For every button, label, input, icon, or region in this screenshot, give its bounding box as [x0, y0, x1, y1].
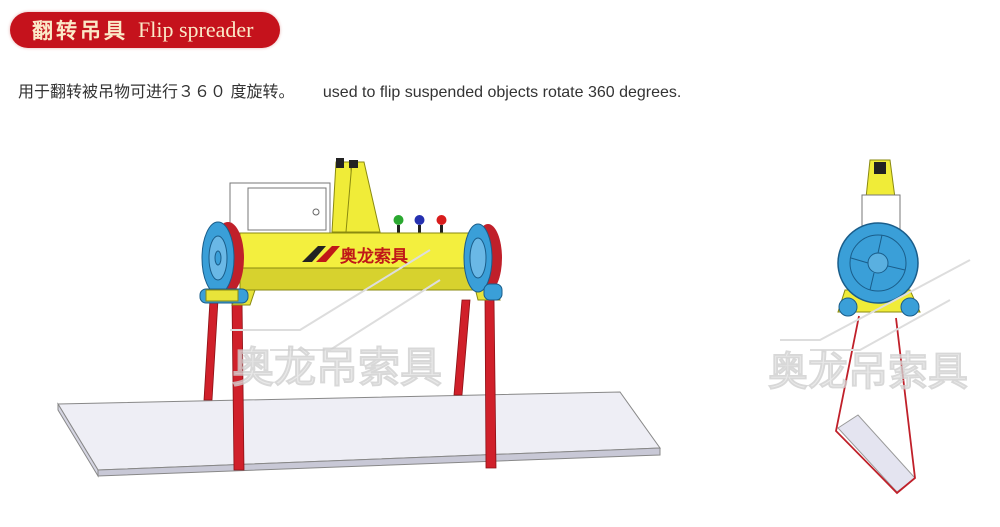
description-cn: 用于翻转被吊物可进行３６０ 度旋转。	[18, 84, 295, 101]
description-en: used to flip suspended objects rotate 36…	[322, 84, 682, 101]
load-slab-front	[57, 391, 661, 478]
description: 用于翻转被吊物可进行３６０ 度旋转。 used to flip suspende…	[18, 78, 681, 102]
section-title-banner: 翻转吊具 Flip spreader	[10, 12, 280, 48]
beam-logo: 奥龙索具	[340, 246, 408, 266]
watermark: 奥龙吊索具 奥龙吊索具	[230, 249, 971, 395]
side-view-spreader	[835, 159, 921, 495]
svg-text:奥龙吊索具: 奥龙吊索具	[768, 349, 968, 395]
side-strap	[835, 315, 916, 495]
svg-text:奥龙吊索具: 奥龙吊索具	[232, 343, 442, 392]
title-en: Flip spreader	[138, 17, 254, 42]
front-view-spreader: 奥龙索具	[57, 158, 661, 478]
wheel-right	[463, 223, 502, 293]
indicator-lights	[393, 215, 447, 233]
title-cn: 翻转吊具	[32, 18, 128, 43]
wheel-left	[201, 221, 244, 295]
